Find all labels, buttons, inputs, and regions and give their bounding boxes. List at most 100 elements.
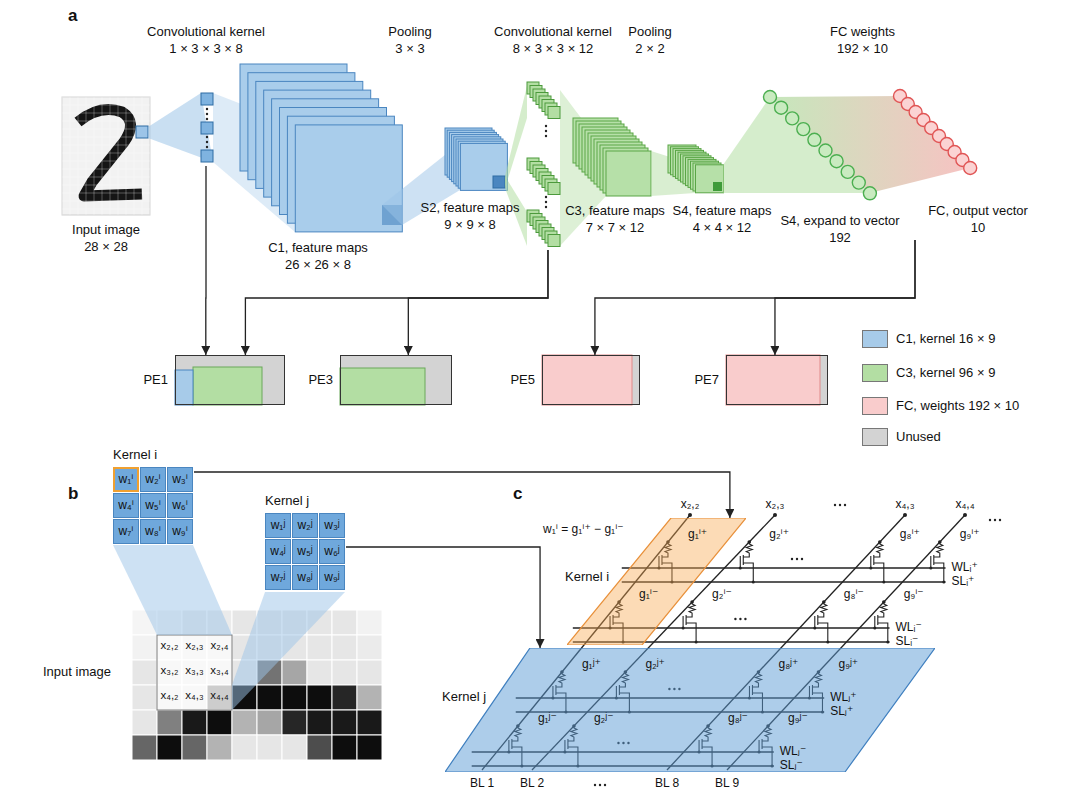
image-pixel xyxy=(132,710,157,735)
annotation-label: x₃,₂ xyxy=(160,664,178,678)
vector-neuron xyxy=(852,176,865,189)
weight-cell: w₃ʲ xyxy=(319,513,345,538)
pixel-grid xyxy=(78,97,79,215)
memristor-symbol xyxy=(877,542,883,554)
junction-dot xyxy=(826,641,829,644)
vector-neuron xyxy=(786,112,799,125)
pixel-grid xyxy=(62,169,150,170)
image-pixel xyxy=(257,735,282,760)
image-pixel xyxy=(357,635,382,660)
ellipsis-dot xyxy=(206,146,208,148)
annotation-label: BL 9 xyxy=(715,776,739,790)
ellipsis-dot xyxy=(206,113,208,115)
conductance-label: g₉ʲ⁺ xyxy=(838,657,858,671)
ellipsis-dot xyxy=(545,196,547,198)
pixel-grid xyxy=(62,153,150,154)
receptive-field xyxy=(136,126,148,138)
legend-swatch xyxy=(862,330,888,348)
pixel-grid xyxy=(62,145,150,146)
panel-letter: b xyxy=(68,484,78,504)
ellipsis-dot xyxy=(545,201,547,203)
pe-fc-area xyxy=(726,355,820,405)
annotation-label: BL 8 xyxy=(655,776,679,790)
image-pixel xyxy=(357,610,382,635)
kernel-square xyxy=(201,122,213,134)
conductance-label: g₁ʲ⁻ xyxy=(538,711,557,725)
weight-cell: w₄ⁱ xyxy=(113,493,139,518)
annotation-label: 26 × 26 × 8 xyxy=(285,257,351,273)
pe-c3-area xyxy=(340,368,425,405)
image-pixel xyxy=(307,710,332,735)
pe-c3-area xyxy=(193,367,262,405)
conductance-label: g₉ʲ⁻ xyxy=(788,711,808,725)
image-pixel xyxy=(182,710,207,735)
pixel-grid xyxy=(62,161,150,162)
legend-text: C3, kernel 96 × 9 xyxy=(896,365,995,381)
weight-cell: w₇ʲ xyxy=(265,565,291,590)
junction-dot xyxy=(869,567,872,570)
output-neuron xyxy=(964,162,977,175)
annotation-label: g₉ⁱ⁺ xyxy=(960,527,980,541)
pe-unused xyxy=(542,355,640,405)
projection-fan xyxy=(505,86,527,188)
ellipsis-dot xyxy=(999,519,1001,521)
annotation-label: WLᵢ⁻ xyxy=(896,620,922,634)
pe-array: PE7 xyxy=(726,355,828,405)
ellipsis-dot xyxy=(744,618,746,620)
transistor-symbol xyxy=(683,614,696,642)
connector-arrow xyxy=(408,250,548,355)
image-pixel xyxy=(132,660,157,685)
ellipsis-dot xyxy=(801,558,803,560)
image-pixel xyxy=(232,735,257,760)
legend-swatch xyxy=(862,397,888,415)
pe-array: PE5 xyxy=(542,355,640,405)
c3-kernel-square xyxy=(548,183,560,195)
fc-weights: FC weights192 × 10 xyxy=(800,24,925,240)
ellipsis-dot xyxy=(994,519,996,521)
junction-dot xyxy=(873,627,876,630)
image-pixel xyxy=(282,685,307,710)
image-pixel xyxy=(207,710,232,735)
ellipsis-dot xyxy=(844,504,846,506)
vector-neuron xyxy=(797,123,810,136)
panel-letter: a xyxy=(68,6,77,26)
fc-weight-fan xyxy=(770,96,970,193)
ellipsis-dot xyxy=(791,558,793,560)
annotation-label: x₂,₂ xyxy=(681,497,700,511)
ellipsis-dot xyxy=(545,135,547,137)
weight-cell: w₈ⁱ xyxy=(140,519,166,544)
weight-cell: w₂ⁱ xyxy=(140,467,166,492)
region-shape xyxy=(445,648,935,772)
memristor-symbol xyxy=(689,602,695,614)
junction-dot xyxy=(682,627,685,630)
transistor-symbol xyxy=(931,554,944,582)
node-title: Kernel i xyxy=(113,447,157,463)
ellipsis-dot xyxy=(604,784,606,786)
legend-swatch xyxy=(862,428,888,446)
annotation-label: 3 × 3 xyxy=(395,41,424,57)
conductance-label: g₁ⁱ⁺ xyxy=(688,527,707,541)
annotation-label: C1, feature maps xyxy=(268,240,368,256)
junction-dot xyxy=(752,581,755,584)
legend-text: FC, weights 192 × 10 xyxy=(896,398,1019,414)
memristor-symbol xyxy=(746,542,752,554)
node-title: PE1 xyxy=(143,372,168,388)
region-outline xyxy=(445,648,935,772)
ellipsis-dot xyxy=(989,519,991,521)
layer-heading: 1 × 3 × 3 × 8 xyxy=(169,41,242,57)
conv-kernel-1: Convolutional kernel1 × 3 × 3 × 8 xyxy=(140,24,272,166)
image-pixel xyxy=(332,610,357,635)
vector-neuron xyxy=(808,133,821,146)
image-pixel xyxy=(307,635,332,660)
node-title: Kernel j xyxy=(442,690,486,704)
weight-cell: w₈ʲ xyxy=(292,565,318,590)
pixel-grid xyxy=(62,177,150,178)
pixel-grid xyxy=(94,97,95,215)
annotation-label: WLᵢ⁺ xyxy=(952,560,978,574)
legend-swatch xyxy=(862,364,888,382)
kernel-region: Kernel ig₁ⁱ⁺g₁ⁱ⁻ xyxy=(567,518,746,645)
annotation-label: S4, feature maps xyxy=(673,203,772,219)
transistor-symbol xyxy=(815,614,828,642)
annotation-label: SLⱼ⁻ xyxy=(780,758,803,772)
kernel-region: Kernel jg₁ʲ⁺g₂ʲ⁺g₈ʲ⁺g₉ʲ⁺g₁ʲ⁻g₂ʲ⁻g₈ʲ⁻g₉ʲ⁻ xyxy=(445,648,935,772)
